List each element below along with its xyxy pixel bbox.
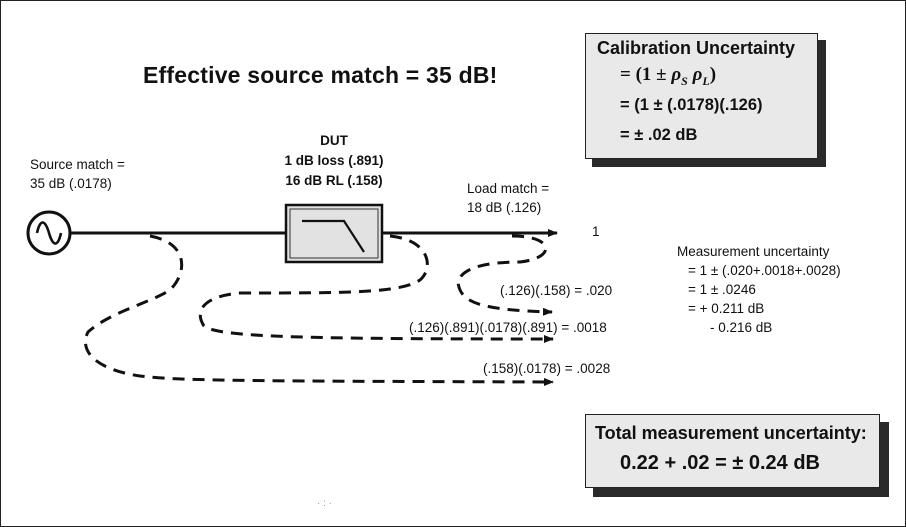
dut-label: DUT 1 dB loss (.891) 16 dB RL (.158): [275, 131, 393, 191]
page-title: Effective source match = 35 dB!: [143, 62, 498, 88]
path-label-2: (.126)(.891)(.0178)(.891) = .0018: [409, 320, 607, 335]
calibration-title: Calibration Uncertainty: [597, 38, 796, 58]
rho-s-symbol: ρ: [671, 64, 682, 85]
measurement-line1: = 1 ± (.020+.0018+.0028): [688, 263, 841, 278]
rho-l-subscript: L: [702, 73, 710, 88]
path-reflection-2: [198, 234, 554, 343]
rho-l-symbol: ρ: [692, 64, 703, 85]
rho-s-subscript: S: [681, 73, 688, 88]
measurement-title: Measurement uncertainty: [677, 244, 830, 259]
measurement-line3: = + 0.211 dB: [688, 301, 765, 316]
main-path-value: 1: [592, 224, 600, 239]
calibration-formula: = (1 ± ρS ρL): [620, 64, 716, 89]
calibration-formula-suffix: ): [709, 64, 717, 85]
dut-title: DUT: [320, 133, 348, 148]
measurement-line2: = 1 ± .0246: [688, 282, 756, 297]
total-box: Total measurement uncertainty: 0.22 + .0…: [585, 414, 880, 488]
load-match-label: Load match = 18 dB (.126): [467, 179, 549, 217]
dut-loss: 1 dB loss (.891): [284, 153, 384, 168]
path-label-1: (.126)(.158) = .020: [500, 283, 613, 298]
source-match-line1: Source match =: [30, 157, 125, 172]
load-match-line2: 18 dB (.126): [467, 200, 542, 215]
measurement-line4: - 0.216 dB: [710, 320, 773, 335]
artifact-dots: · : ·: [317, 498, 332, 509]
lowpass-filter-icon: [302, 219, 365, 253]
calibration-box: Calibration Uncertainty = (1 ± ρS ρL) = …: [585, 33, 818, 159]
calibration-line2: = (1 ± (.0178)(.126): [620, 96, 763, 114]
dut-return-loss: 16 dB RL (.158): [285, 173, 383, 188]
total-title: Total measurement uncertainty:: [595, 423, 867, 443]
calibration-line3: = ± .02 dB: [620, 126, 698, 144]
path-reflection-3: [84, 234, 554, 386]
path-reflection-1: [456, 234, 553, 316]
sine-wave: [35, 221, 63, 245]
total-value: 0.22 + .02 = ± 0.24 dB: [620, 452, 820, 474]
measurement-uncertainty: Measurement uncertainty = 1 ± (.020+.001…: [677, 242, 841, 337]
dut-box: [284, 203, 384, 264]
calibration-formula-prefix: = (1 ±: [620, 64, 672, 85]
source-match-line2: 35 dB (.0178): [30, 176, 112, 191]
load-match-line1: Load match =: [467, 181, 550, 196]
path-label-3: (.158)(.0178) = .0028: [483, 361, 611, 376]
source-match-label: Source match = 35 dB (.0178): [30, 155, 125, 193]
